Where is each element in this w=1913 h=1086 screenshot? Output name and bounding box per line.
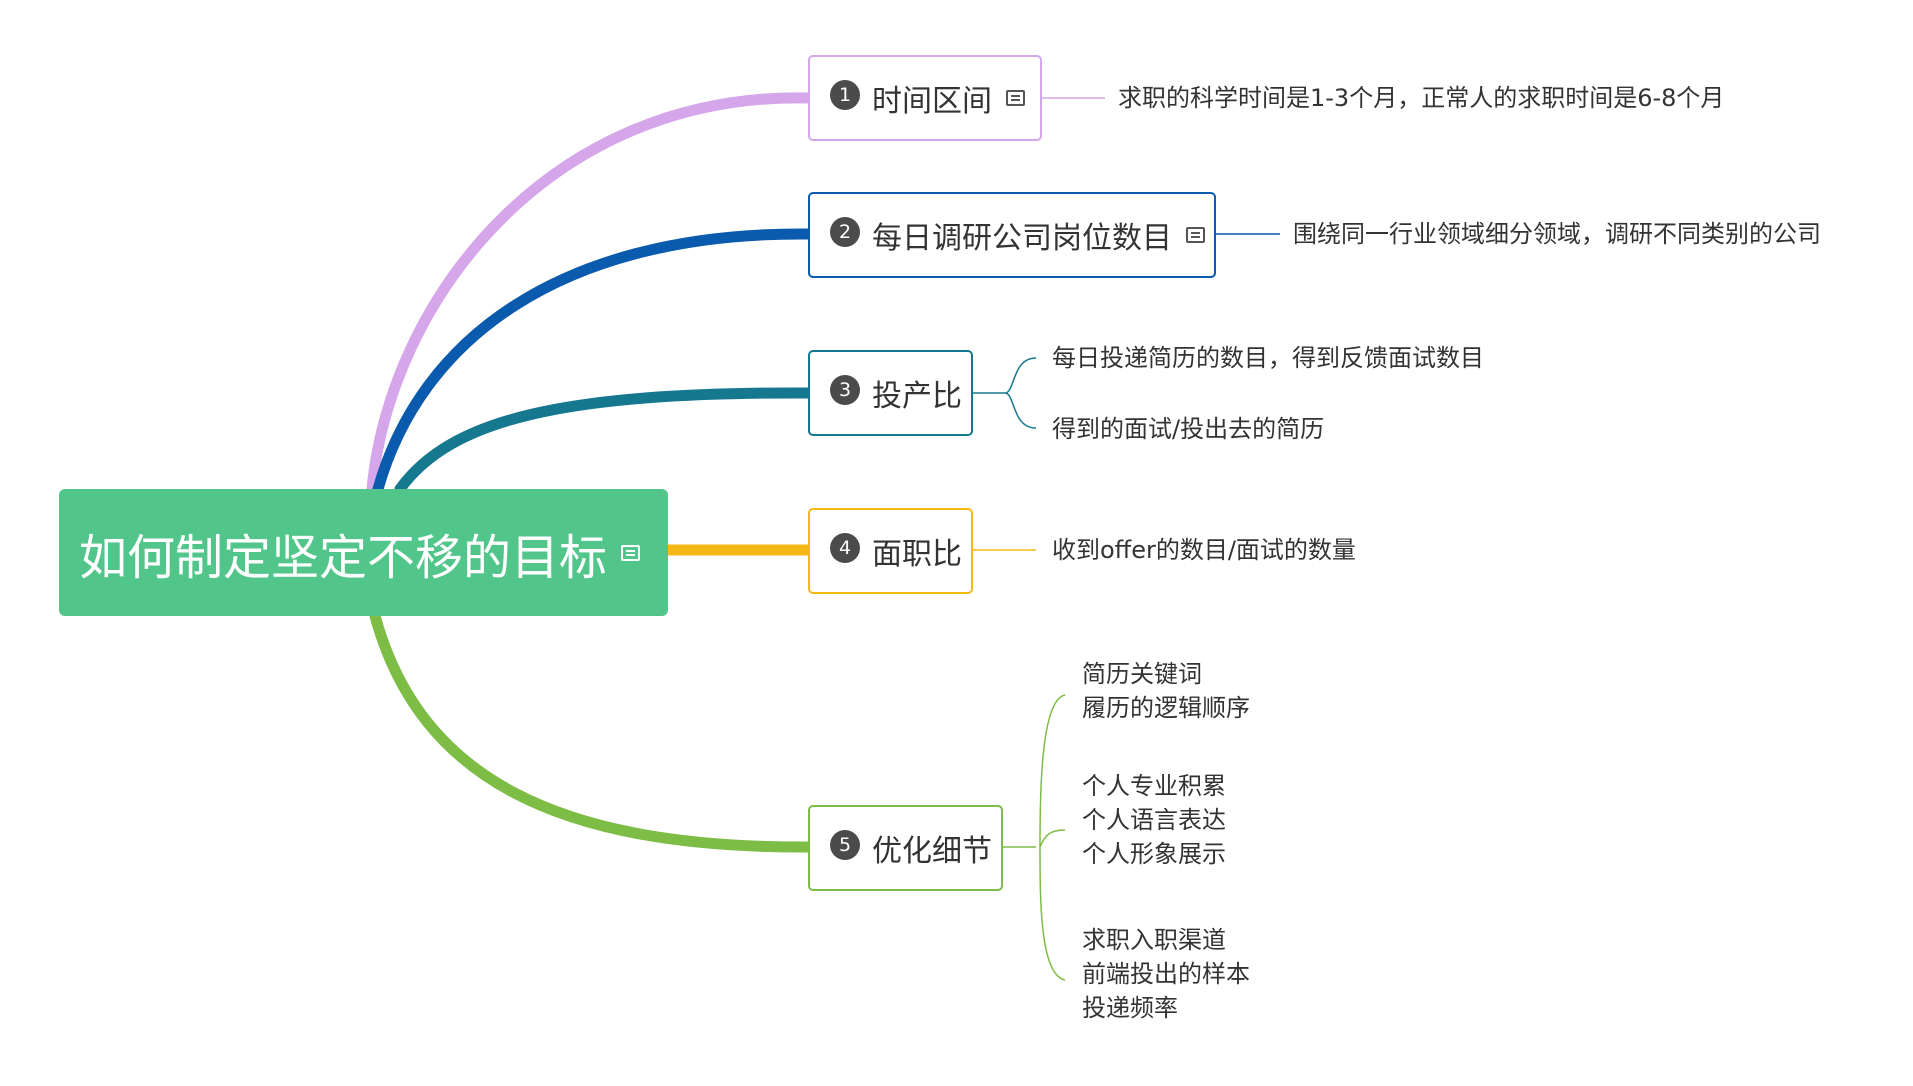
leaf-line: 简历关键词: [1082, 660, 1202, 688]
topic-label: 时间区间: [872, 84, 992, 119]
topic-optimize-details[interactable]: 5 优化细节: [808, 805, 1003, 891]
topic-input-output-ratio[interactable]: 3 投产比: [808, 350, 973, 436]
note-icon[interactable]: [1186, 227, 1205, 243]
branch-connector-5: [369, 610, 814, 853]
leaf-line: 求职入职渠道: [1082, 926, 1226, 954]
leaf-bracket-3: [973, 357, 1037, 429]
leaf-line: 个人语言表达: [1082, 806, 1226, 834]
note-icon[interactable]: [1006, 90, 1025, 106]
leaf-line: 个人形象展示: [1082, 840, 1226, 868]
topic-label: 投产比: [872, 379, 962, 414]
topic-number-badge: 1: [830, 80, 860, 110]
central-topic-title: 如何制定坚定不移的目标: [79, 529, 608, 586]
leaf-line: 前端投出的样本: [1082, 960, 1250, 988]
leaf-text[interactable]: 收到offer的数目/面试的数量: [1052, 536, 1356, 564]
topic-interview-offer-ratio[interactable]: 4 面职比: [808, 508, 973, 594]
topic-time-range[interactable]: 1 时间区间: [808, 55, 1042, 141]
topic-label: 优化细节: [872, 834, 992, 869]
leaf-text[interactable]: 围绕同一行业领域细分领域，调研不同类别的公司: [1293, 220, 1821, 248]
topic-daily-research[interactable]: 2 每日调研公司岗位数目: [808, 192, 1216, 278]
leaf-line: 履历的逻辑顺序: [1082, 694, 1250, 722]
topic-number-badge: 2: [830, 217, 860, 247]
topic-number-badge: 5: [830, 830, 860, 860]
leaf-group-channels[interactable]: 求职入职渠道 前端投出的样本 投递频率: [1082, 923, 1250, 1025]
leaf-group-resume[interactable]: 简历关键词 履历的逻辑顺序: [1082, 657, 1250, 725]
note-icon[interactable]: [621, 544, 641, 561]
topic-label: 面职比: [872, 537, 962, 572]
leaf-text[interactable]: 得到的面试/投出去的简历: [1052, 415, 1325, 443]
topic-number-badge: 3: [830, 375, 860, 405]
leaf-line: 投递频率: [1082, 994, 1178, 1022]
topic-label: 每日调研公司岗位数目: [872, 221, 1172, 256]
branch-connector-1: [366, 92, 814, 495]
leaf-text[interactable]: 每日投递简历的数目，得到反馈面试数目: [1052, 344, 1484, 372]
branch-connector-2: [372, 228, 814, 495]
leaf-bracket-5: [1003, 694, 1066, 981]
central-topic[interactable]: 如何制定坚定不移的目标: [59, 489, 668, 616]
leaf-group-personal[interactable]: 个人专业积累 个人语言表达 个人形象展示: [1082, 769, 1226, 871]
leaf-line: 个人专业积累: [1082, 772, 1226, 800]
leaf-text[interactable]: 求职的科学时间是1-3个月，正常人的求职时间是6-8个月: [1118, 84, 1725, 112]
branch-connector-3: [394, 387, 814, 495]
topic-number-badge: 4: [830, 533, 860, 563]
